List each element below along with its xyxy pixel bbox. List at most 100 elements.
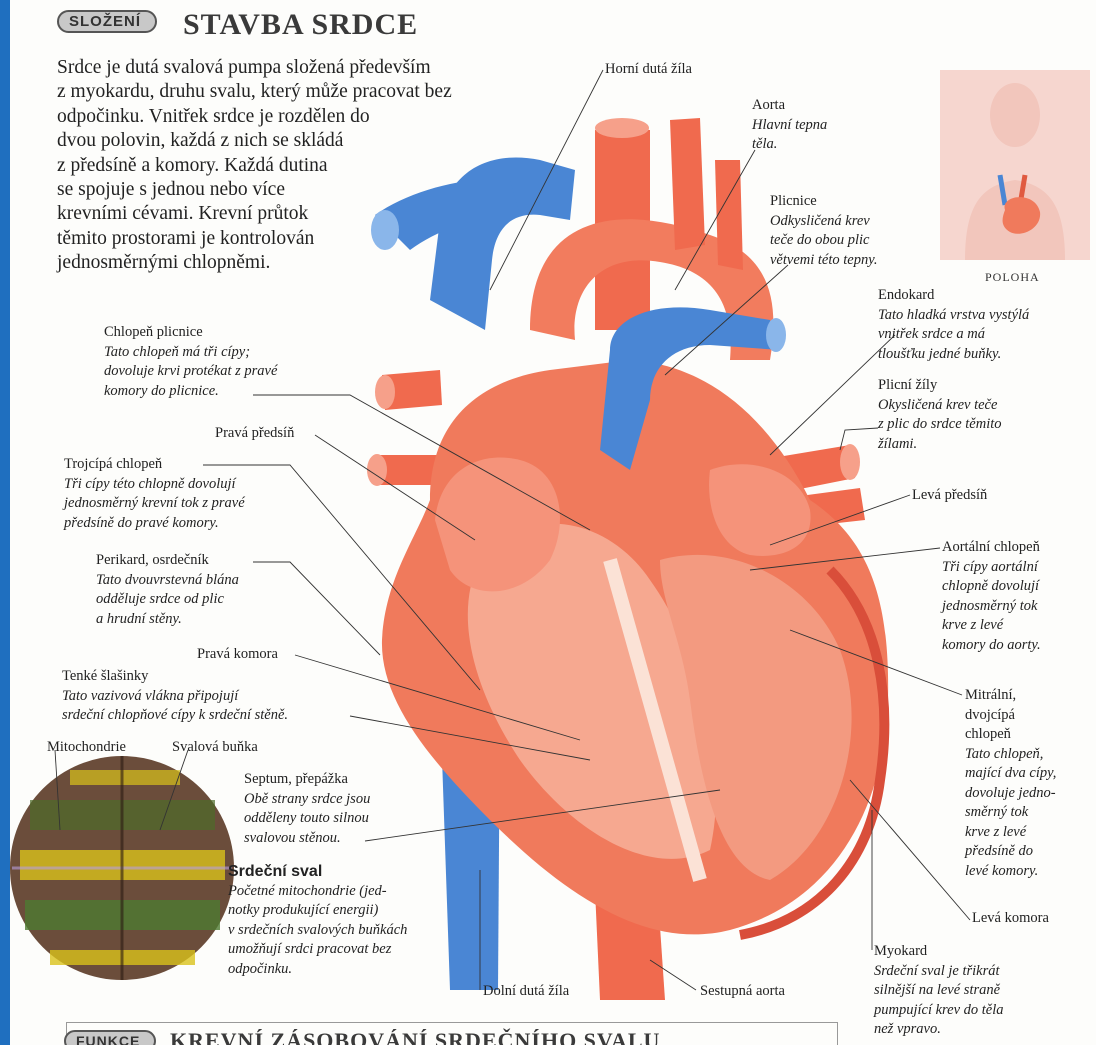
label-dolni-duta-zila: Dolní dutá žíla: [483, 982, 569, 1002]
label-heading: Aortální chlopeň: [942, 538, 1041, 558]
label-plicni-zily: Plicní žíly Okysličená krev teče z plic …: [878, 376, 1002, 454]
label-heading: chlopeň: [965, 725, 1056, 745]
label-desc: Tato hladká vrstva vystýlá: [878, 306, 1029, 326]
intro-line: dvou polovin, každá z nich se skládá: [57, 129, 452, 153]
label-heading: Chlopeň plicnice: [104, 323, 277, 343]
label-heading: Mitrální,: [965, 686, 1056, 706]
label-poloha: POLOHA: [985, 270, 1040, 285]
label-srdecni-sval: Srdeční sval Početné mitochondrie (jed- …: [228, 862, 407, 979]
location-figure: [940, 70, 1090, 260]
label-prava-predsin: Pravá předsíň: [215, 424, 294, 444]
label-desc: než vpravo.: [874, 1020, 1004, 1040]
label-prava-komora: Pravá komora: [197, 645, 278, 665]
label-desc: žílami.: [878, 435, 1002, 455]
label-desc: z plic do srdce těmito: [878, 415, 1002, 435]
label-heading: Tenké šlašinky: [62, 667, 288, 687]
page-title: STAVBA SRDCE: [183, 8, 418, 42]
label-desc: jednosměrný tok: [942, 597, 1041, 617]
label-desc: Okysličená krev teče: [878, 396, 1002, 416]
label-desc: těla.: [752, 135, 827, 155]
label-desc: Srdeční sval je třikrát: [874, 962, 1004, 982]
label-heading: Plicní žíly: [878, 376, 1002, 396]
label-desc: chlopně dovolují: [942, 577, 1041, 597]
label-heading: Septum, přepážka: [244, 770, 370, 790]
label-desc: v srdečních svalových buňkách: [228, 921, 407, 941]
intro-line: krevními cévami. Krevní průtok: [57, 202, 452, 226]
label-desc: větvemi této tepny.: [770, 251, 878, 271]
label-desc: vnitřek srdce a má: [878, 325, 1029, 345]
section-tag: SLOŽENÍ: [57, 10, 157, 33]
label-desc: Tři cípy aortální: [942, 558, 1041, 578]
label-desc: mající dva cípy,: [965, 764, 1056, 784]
label-chlopen-plicnice: Chlopeň plicnice Tato chlopeň má tři cíp…: [104, 323, 277, 401]
label-heading: Trojcípá chlopeň: [64, 455, 245, 475]
label-leva-predsin: Levá předsíň: [912, 486, 987, 506]
label-desc: a hrudní stěny.: [96, 610, 239, 630]
label-desc: notky produkující energii): [228, 901, 407, 921]
label-desc: Hlavní tepna: [752, 116, 827, 136]
label-heading: Aorta: [752, 96, 827, 116]
label-leva-komora: Levá komora: [972, 909, 1049, 929]
footer-title: KREVNÍ ZÁSOBOVÁNÍ SRDEČNÍHO SVALU: [170, 1028, 660, 1045]
label-desc: předsíně do pravé komory.: [64, 514, 245, 534]
label-tenke-slasinky: Tenké šlašinky Tato vazivová vlákna přip…: [62, 667, 288, 726]
label-desc: Tato chlopeň,: [965, 745, 1056, 765]
label-desc: srdeční chlopňové cípy k srdeční stěně.: [62, 706, 288, 726]
label-desc: Tato dvouvrstevná blána: [96, 571, 239, 591]
label-aortalni-chlopen: Aortální chlopeň Tři cípy aortální chlop…: [942, 538, 1041, 655]
label-desc: Tato vazivová vlákna připojují: [62, 687, 288, 707]
label-trojcipa-chlopen: Trojcípá chlopeň Tři cípy této chlopně d…: [64, 455, 245, 533]
label-desc: Tři cípy této chlopně dovolují: [64, 475, 245, 495]
page: SLOŽENÍ STAVBA SRDCE Srdce je dutá svalo…: [10, 0, 1096, 1045]
label-svalova-bunka: Svalová buňka: [172, 738, 258, 758]
intro-line: jednosměrnými chlopněmi.: [57, 251, 452, 275]
intro-line: z předsíně a komory. Každá dutina: [57, 154, 452, 178]
label-desc: levé komory.: [965, 862, 1056, 882]
label-desc: teče do obou plic: [770, 231, 878, 251]
label-desc: jednosměrný krevní tok z pravé: [64, 494, 245, 514]
label-desc: krve z levé: [942, 616, 1041, 636]
label-desc: směrný tok: [965, 803, 1056, 823]
footer-tag: FUNKCE: [64, 1030, 156, 1045]
label-desc: předsíně do: [965, 842, 1056, 862]
label-desc: Početné mitochondrie (jed-: [228, 882, 407, 902]
aorta-branch-3: [715, 160, 743, 270]
label-desc: Obě strany srdce jsou: [244, 790, 370, 810]
label-desc: komory do aorty.: [942, 636, 1041, 656]
label-desc: odpočinku.: [228, 960, 407, 980]
label-horni-duta-zila: Horní dutá žíla: [605, 60, 692, 80]
intro-line: odpočinku. Vnitřek srdce je rozdělen do: [57, 105, 452, 129]
label-myokard: Myokard Srdeční sval je třikrát silnější…: [874, 942, 1004, 1040]
label-desc: odděluje srdce od plic: [96, 590, 239, 610]
label-heading: Plicnice: [770, 192, 878, 212]
intro-line: těmito prostorami je kontrolován: [57, 227, 452, 251]
label-desc: svalovou stěnou.: [244, 829, 370, 849]
label-desc: tloušťku jedné buňky.: [878, 345, 1029, 365]
label-heading: Srdeční sval: [228, 862, 407, 882]
label-plicnice: Plicnice Odkysličená krev teče do obou p…: [770, 192, 878, 270]
label-desc: umožňují srdci pracovat bez: [228, 940, 407, 960]
label-desc: krve z levé: [965, 823, 1056, 843]
label-desc: Odkysličená krev: [770, 212, 878, 232]
muscle-cell-inset: [10, 756, 234, 980]
label-sestupna-aorta: Sestupná aorta: [700, 982, 785, 1002]
intro-line: Srdce je dutá svalová pumpa složená před…: [57, 56, 452, 80]
label-desc: dovoluje krvi protékat z pravé: [104, 362, 277, 382]
label-desc: Tato chlopeň má tři cípy;: [104, 343, 277, 363]
label-heading: Endokard: [878, 286, 1029, 306]
label-desc: pumpující krev do těla: [874, 1001, 1004, 1021]
intro-line: z myokardu, druhu svalu, který může prac…: [57, 80, 452, 104]
label-septum: Septum, přepážka Obě strany srdce jsou o…: [244, 770, 370, 848]
intro-paragraph: Srdce je dutá svalová pumpa složená před…: [57, 56, 452, 276]
label-endokard: Endokard Tato hladká vrstva vystýlá vnit…: [878, 286, 1029, 364]
label-desc: odděleny touto silnou: [244, 809, 370, 829]
label-mitralni-chlopen: Mitrální, dvojcípá chlopeň Tato chlopeň,…: [965, 686, 1056, 881]
label-aorta: Aorta Hlavní tepna těla.: [752, 96, 827, 155]
intro-line: se spojuje s jednou nebo více: [57, 178, 452, 202]
label-heading: dvojcípá: [965, 706, 1056, 726]
aorta-branch-2: [670, 118, 705, 250]
label-perikard: Perikard, osrdečník Tato dvouvrstevná bl…: [96, 551, 239, 629]
label-heading: Myokard: [874, 942, 1004, 962]
label-mitochondrie: Mitochondrie: [47, 738, 126, 758]
label-heading: Perikard, osrdečník: [96, 551, 239, 571]
